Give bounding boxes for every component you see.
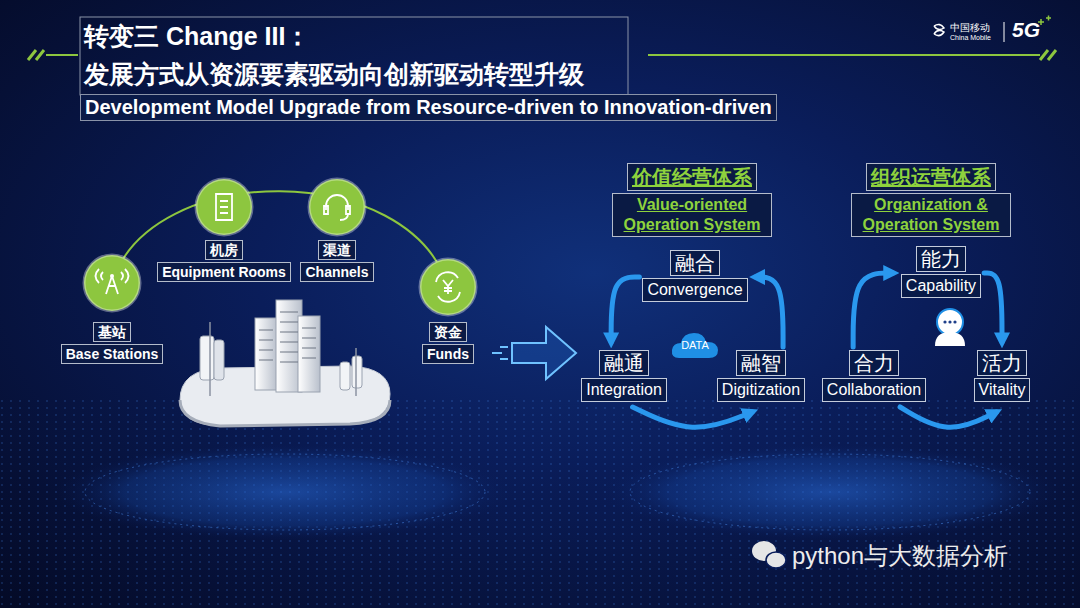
label-box: 融通Integration: [581, 350, 667, 404]
antenna-panel: [352, 356, 362, 388]
server-rack: [255, 318, 277, 390]
label-box: 基站Base Stations: [61, 322, 164, 366]
speed-lines: [492, 347, 508, 359]
logo-text: China Mobile: [950, 34, 991, 41]
subtitle-zh: 发展方式从资源要素驱动向创新驱动转型升级: [84, 58, 584, 91]
logo-mark: [934, 24, 944, 35]
node-subtitle: Capability: [901, 274, 981, 298]
node-subtitle: Channels: [300, 262, 373, 282]
bubble: [766, 552, 786, 568]
node-title: 基站: [93, 322, 131, 342]
subtitle-en: Development Model Upgrade from Resource-…: [80, 94, 777, 121]
resource-arc: [112, 191, 448, 287]
label-box: 资金Funds: [422, 322, 474, 366]
node-title: 能力: [916, 246, 966, 272]
system-heading: 价值经营体系Value-oriented Operation System: [612, 163, 772, 239]
dot-floor: [0, 400, 1080, 608]
green-slash: [28, 50, 44, 60]
label-box: 活力Vitality: [974, 350, 1031, 404]
node-subtitle: Organization & Operation System: [851, 193, 1011, 237]
chevron-arrow: [512, 327, 576, 379]
wechat-icon: [752, 541, 786, 568]
node-subtitle: Value-oriented Operation System: [612, 193, 772, 237]
dot: [943, 320, 946, 323]
logo-divider: [1004, 22, 1005, 42]
node-title: 机房: [205, 240, 243, 260]
title-frame: [80, 17, 628, 95]
cycle-arrow: [756, 277, 783, 347]
green-rule: [46, 54, 78, 56]
data-cloud: DATA: [671, 330, 719, 360]
antenna-mast: [209, 322, 211, 396]
platform-edge: [180, 400, 390, 426]
node-title: 融智: [736, 350, 786, 376]
node-subtitle: Base Stations: [61, 344, 164, 364]
node-title: 价值经营体系: [627, 163, 757, 191]
node-subtitle: Convergence: [642, 278, 747, 302]
label-box: 融智Digitization: [717, 350, 805, 404]
node-subtitle: Equipment Rooms: [157, 262, 291, 282]
node-title: DATA: [681, 330, 709, 360]
document-icon: [216, 194, 232, 220]
antenna-panel: [340, 362, 350, 390]
funds-circle: [420, 259, 476, 315]
slide-title: 转变三 Change III：: [84, 20, 310, 53]
person-icon: [935, 309, 965, 346]
logo-text: 中国移动: [950, 21, 990, 35]
label-box: 机房Equipment Rooms: [157, 240, 291, 284]
headset-icon: [324, 195, 350, 220]
room-circle: [196, 179, 252, 235]
node-subtitle: Funds: [422, 344, 474, 364]
cycle-arrow: [984, 273, 1002, 342]
cycle-arrow: [853, 273, 893, 347]
green-slash: [1040, 50, 1056, 60]
antenna-dot: [110, 274, 114, 278]
label-box: 能力Capability: [901, 246, 981, 300]
china-mobile-logo: [934, 16, 1051, 43]
money-cycle-icon: [436, 272, 460, 301]
green-rule: [648, 54, 1040, 56]
station-circle: [84, 255, 140, 311]
watermark: python与大数据分析: [792, 540, 1008, 572]
platform-ring: [85, 454, 485, 530]
node-title: 活力: [977, 350, 1027, 376]
platform-ring: [630, 454, 1030, 530]
platform-glow: [600, 444, 1060, 540]
label-box: 渠道Channels: [300, 240, 373, 284]
label-box: 融合Convergence: [642, 250, 747, 304]
node-subtitle: Digitization: [717, 378, 805, 402]
cycle-arrow: [900, 407, 996, 427]
logo-5g: 5G: [1012, 18, 1040, 42]
label-box: 合力Collaboration: [822, 350, 926, 404]
node-subtitle: Vitality: [974, 378, 1031, 402]
node-subtitle: Integration: [581, 378, 667, 402]
server-rack: [298, 316, 320, 392]
head-circle: [937, 309, 963, 335]
node-subtitle: Collaboration: [822, 378, 926, 402]
system-heading: 组织运营体系Organization & Operation System: [851, 163, 1011, 239]
cycle-arrow: [633, 407, 753, 427]
platform-glow: [55, 444, 515, 540]
node-title: 合力: [849, 350, 899, 376]
rack-slots: [259, 312, 316, 362]
shoulders: [935, 332, 965, 346]
channel-circle: [309, 179, 365, 235]
dot: [948, 320, 951, 323]
antenna-panel: [214, 340, 224, 380]
antenna-panel: [200, 336, 214, 380]
transition-arrow: [492, 327, 576, 379]
resource-circle: [84, 179, 476, 315]
node-title: 渠道: [318, 240, 356, 260]
infrastructure-illustration: [180, 300, 390, 426]
node-title: 组织运营体系: [866, 163, 996, 191]
antenna-icon: [96, 269, 129, 294]
dot: [953, 320, 956, 323]
node-title: 融通: [599, 350, 649, 376]
cycle-arrow: [611, 277, 639, 342]
antenna-mast: [355, 348, 357, 396]
node-title: 资金: [429, 322, 467, 342]
node-title: 融合: [670, 250, 720, 276]
